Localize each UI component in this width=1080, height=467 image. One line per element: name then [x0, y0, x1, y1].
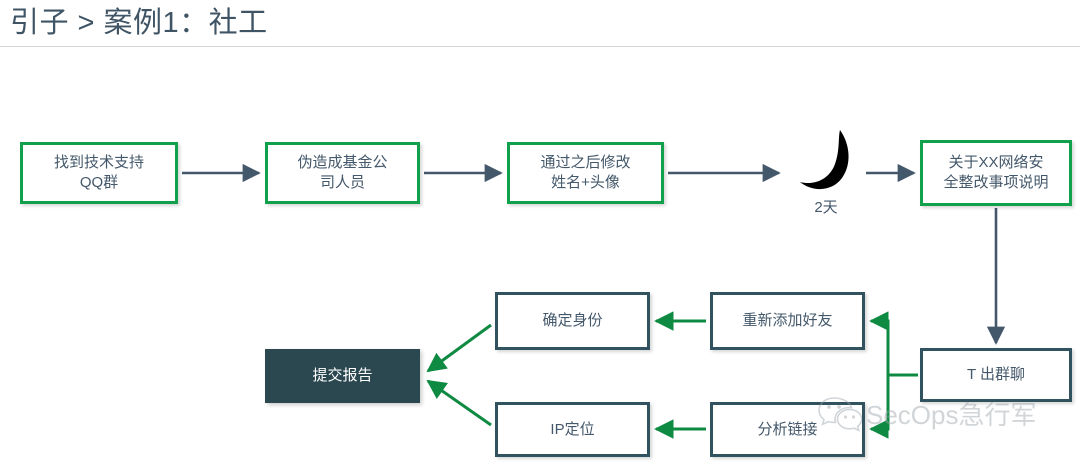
flow-node-label: 关于XX网络安 全整改事项说明 [943, 154, 1049, 191]
flow-node-label: IP定位 [550, 420, 595, 438]
connector-kickout-to-readd [869, 311, 918, 377]
flow-node-ip-location[interactable]: IP定位 [495, 402, 650, 457]
wait-marker-caption: 2天 [814, 199, 838, 216]
flow-node-confirm-identity[interactable]: 确定身份 [495, 292, 650, 350]
crescent-moon-icon [800, 130, 849, 190]
flow-node-label: 找到技术支持 QQ群 [53, 154, 144, 191]
wait-marker: 2天 [790, 130, 862, 226]
flow-node-label: 伪造成基金公 司人员 [297, 154, 388, 191]
flow-node-analyze-link[interactable]: 分析链接 [710, 402, 865, 457]
flow-node-kick-out-of-group[interactable]: T 出群聊 [920, 348, 1072, 402]
flow-node-notice[interactable]: 关于XX网络安 全整改事项说明 [920, 140, 1072, 206]
flow-node-submit-report[interactable]: 提交报告 [265, 349, 420, 403]
flow-node-qq-group[interactable]: 找到技术支持 QQ群 [20, 142, 178, 204]
flow-node-label: 通过之后修改 姓名+头像 [540, 154, 631, 191]
flow-node-label: 重新添加好友 [742, 312, 833, 329]
title-divider [0, 46, 1080, 47]
flow-node-label: 分析链接 [757, 420, 818, 438]
title-bar: 引子 > 案例1：社工 [0, 0, 1080, 47]
connector-kickout-to-analyze [869, 373, 918, 439]
flow-node-label: 提交报告 [312, 367, 373, 384]
flow-node-label: 确定身份 [542, 312, 603, 329]
flow-node-label: T 出群聊 [966, 366, 1026, 383]
connector-ip-to-submit [426, 379, 492, 427]
flow-node-readd-friend[interactable]: 重新添加好友 [710, 292, 865, 350]
flow-node-fake-staff[interactable]: 伪造成基金公 司人员 [265, 142, 420, 204]
page-title: 引子 > 案例1：社工 [10, 7, 268, 39]
connector-confirm-to-submit [426, 323, 492, 373]
flow-node-modify-name[interactable]: 通过之后修改 姓名+头像 [507, 142, 664, 204]
watermark-text: SecOps急行军 [866, 400, 1037, 430]
